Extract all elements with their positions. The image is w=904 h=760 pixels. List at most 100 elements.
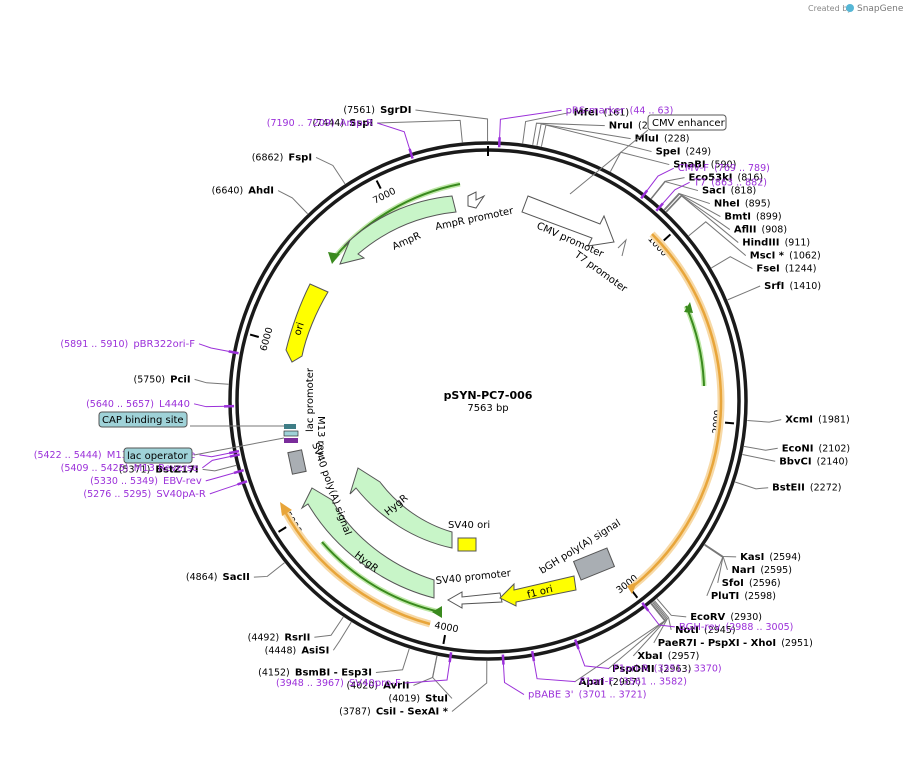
primer-leader [377,123,411,153]
enzyme-leader [376,649,409,673]
snapgene-credit: Created by SnapGene [808,4,904,14]
primer-mark [450,652,451,662]
enzyme-leader [254,563,285,577]
enzyme-label: (6862) FspI [252,145,312,164]
m13-rev-mark [284,438,298,443]
enzyme-site: XcmI (1981) [747,408,849,427]
cmv-enhancer-label: CMV enhancer [652,118,726,129]
snapgene-logo-icon [846,4,854,12]
primer-label: (5891 .. 5910) pBR322ori-F [60,332,195,351]
enzyme-label: BstEII (2272) [772,476,841,495]
primer-sites: pRS-marker (44 .. 63)CMV-F (769 .. 789)T… [34,98,794,701]
primer-mark [230,454,240,456]
enzyme-site: (5750) PciI [133,367,228,386]
primer-mark [238,481,247,484]
enzyme-leader [316,157,345,183]
enzyme-site: (4864) SacII [186,563,285,584]
primer-mark [532,651,534,661]
enzyme-leader [728,286,761,300]
enzyme-label: (6640) AhdI [212,179,274,198]
lac-operator-label: lac operator [127,451,188,462]
primer-mark [234,470,244,473]
primer-leader [194,404,228,407]
enzyme-leader [744,446,778,450]
primer-site: (7190 .. 7209) Amp-R [267,111,413,158]
ampr-promoter-arrow [468,192,484,208]
primer-leader [202,456,234,468]
feature-label-sv40-promoter: SV40 promoter [435,568,512,587]
enzyme-site: (6862) FspI [252,145,345,183]
ring-tick [664,234,671,240]
enzyme-site: SrfI (1410) [728,274,822,300]
orf-arc-left-green-head [432,606,442,618]
primer-mark [229,351,239,353]
enzyme-site: (6640) AhdI [212,179,308,214]
sv40-promoter-arrow [448,592,502,608]
ring-tick-label: 4000 [433,620,459,635]
enzyme-leader [742,454,775,461]
boxed-callouts: CMV enhancer CAP binding site lac operat… [99,115,726,463]
feature-label-ampr: AmpR [391,231,423,253]
enzyme-label: SrfI (1410) [764,274,821,293]
feature-label-sv40-ori: SV40 ori [448,520,490,531]
ring-tick [279,527,287,532]
primer-mark [503,655,504,665]
credit-created-by: Created by [808,4,852,13]
primer-leader [199,344,233,352]
ring-tick [443,635,445,644]
enzyme-label: XcmI (1981) [785,408,849,427]
enzyme-leader [278,191,308,214]
primer-leader [210,483,241,494]
sv40-ori-box [458,538,476,551]
ring-tick [725,423,734,424]
primer-label: pRS-marker (44 .. 63) [566,98,674,117]
sv40-polya-signal-box [288,450,306,474]
primer-leader [503,661,524,695]
enzyme-site: EcoRV (2930) [657,599,762,624]
primer-leader [577,645,609,668]
enzyme-site: BstEII (2272) [735,476,841,495]
enzyme-leader [377,120,462,142]
enzyme-leader [651,178,684,199]
primer-site: (5640 .. 5657) L4440 [86,392,234,411]
enzyme-label: (4152) BsmBI - Esp3I [258,660,372,679]
ring-tick-label: 7000 [371,186,398,207]
ring-tick-label: 6000 [258,326,275,352]
primer-leader [206,472,238,481]
enzyme-site: EcoNI (2102) [744,436,850,455]
primer-mark [229,451,239,453]
cap-binding-site-label: CAP binding site [102,415,184,426]
enzyme-leader [433,656,452,699]
enzyme-label: KasI (2594) [740,545,801,564]
primer-site: (5891 .. 5910) pBR322ori-F [60,332,238,353]
cap-binding-site-mark [284,424,296,429]
primer-leader [533,657,575,682]
ring-tick [250,335,259,337]
plasmid-length: 7563 bp [467,403,508,414]
enzyme-leader [195,379,229,384]
feature-label-lac-promoter: lac promoter [305,367,316,432]
t7-promoter-arrow [618,240,626,256]
primer-label: (5640 .. 5657) L4440 [86,392,190,411]
enzyme-leader [711,257,752,269]
enzyme-leader [735,482,768,489]
enzyme-label: (4864) SacII [186,565,250,584]
enzyme-leader [333,622,351,650]
enzyme-label: (5750) PciI [133,367,190,386]
ring-tick [377,181,381,189]
plasmid-name: pSYN-PC7-006 [444,389,533,402]
orf-arc-right-green-halo [686,306,704,386]
credit-brand: SnapGene [857,4,904,14]
lac-promoter-mark [284,431,298,436]
enzyme-leader [452,661,487,711]
enzyme-leader [705,545,728,570]
primer-mark [410,149,413,159]
enzyme-leader [657,599,686,617]
enzyme-leader [203,465,236,470]
orf-arc-top-green-head [328,252,340,264]
enzyme-leader [415,110,487,141]
ori-arrow [286,284,328,362]
enzyme-leader [747,420,781,423]
